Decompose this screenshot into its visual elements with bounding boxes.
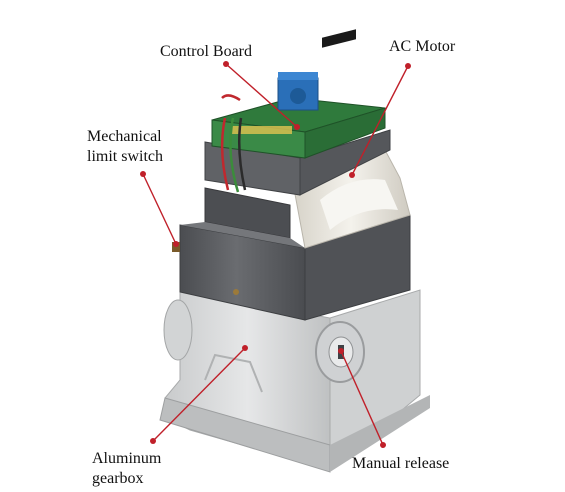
leader-limit-switch bbox=[140, 171, 179, 247]
label-ac-motor: AC Motor bbox=[389, 38, 456, 55]
leader-ac-motor bbox=[349, 63, 411, 178]
leader-gearbox bbox=[150, 345, 248, 444]
label-gearbox-line-2: gearbox bbox=[92, 470, 144, 487]
leader-lines bbox=[140, 61, 411, 448]
label-limit-line-2: limit switch bbox=[87, 148, 163, 165]
control-board-pcb bbox=[211, 29, 386, 159]
wires bbox=[220, 94, 247, 193]
label-mechanical-limit-switch: Mechanical limit switch bbox=[87, 127, 163, 167]
label-aluminum-gearbox: Aluminum gearbox bbox=[92, 449, 161, 489]
label-gearbox-line-1: Aluminum bbox=[92, 450, 162, 467]
leader-manual-release bbox=[338, 348, 386, 448]
leader-control-board bbox=[223, 61, 300, 130]
label-control-board: Control Board bbox=[160, 43, 252, 60]
transformer bbox=[277, 72, 319, 111]
label-limit-line-1: Mechanical bbox=[87, 128, 162, 145]
label-manual-release: Manual release bbox=[352, 455, 450, 472]
